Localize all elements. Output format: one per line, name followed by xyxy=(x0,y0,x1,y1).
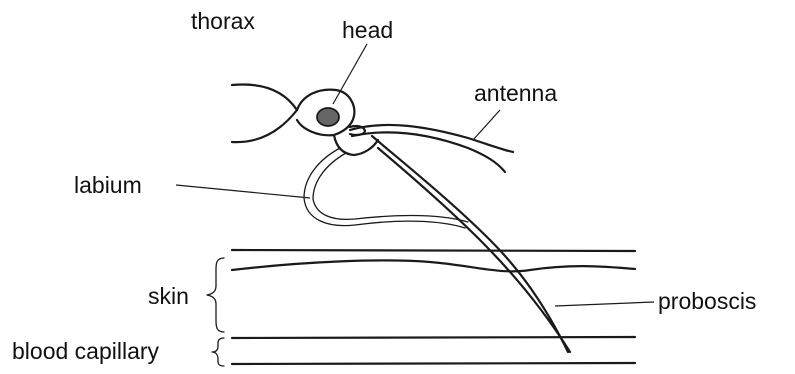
compound-eye xyxy=(317,108,339,126)
skin-label: skin xyxy=(148,283,189,309)
skin-layer xyxy=(232,250,635,271)
capillary-brace xyxy=(212,338,224,366)
proboscis xyxy=(372,136,570,352)
antenna-label: antenna xyxy=(474,80,557,106)
skin-top-line xyxy=(232,250,635,251)
proboscis-label: proboscis xyxy=(658,288,756,314)
head-label: head xyxy=(342,17,393,43)
proboscis-leader-line xyxy=(555,302,654,306)
blood-capillary xyxy=(232,337,635,364)
labium-inner-line xyxy=(313,153,468,222)
blood-capillary-label: blood capillary xyxy=(12,338,160,364)
capillary-upper-wall xyxy=(232,337,635,338)
labium xyxy=(304,148,468,228)
skin-brace xyxy=(207,258,224,332)
antenna xyxy=(350,125,513,172)
capillary-lower-wall xyxy=(232,363,635,364)
labium-leader-line xyxy=(176,185,310,198)
skin-surface-line xyxy=(232,260,635,271)
labium-label: labium xyxy=(74,172,142,198)
head-leader-line xyxy=(333,44,367,104)
thorax-label: thorax xyxy=(191,8,255,34)
thorax xyxy=(232,84,297,142)
mouthpart-base xyxy=(334,135,378,155)
antenna-leader-line xyxy=(473,110,500,140)
